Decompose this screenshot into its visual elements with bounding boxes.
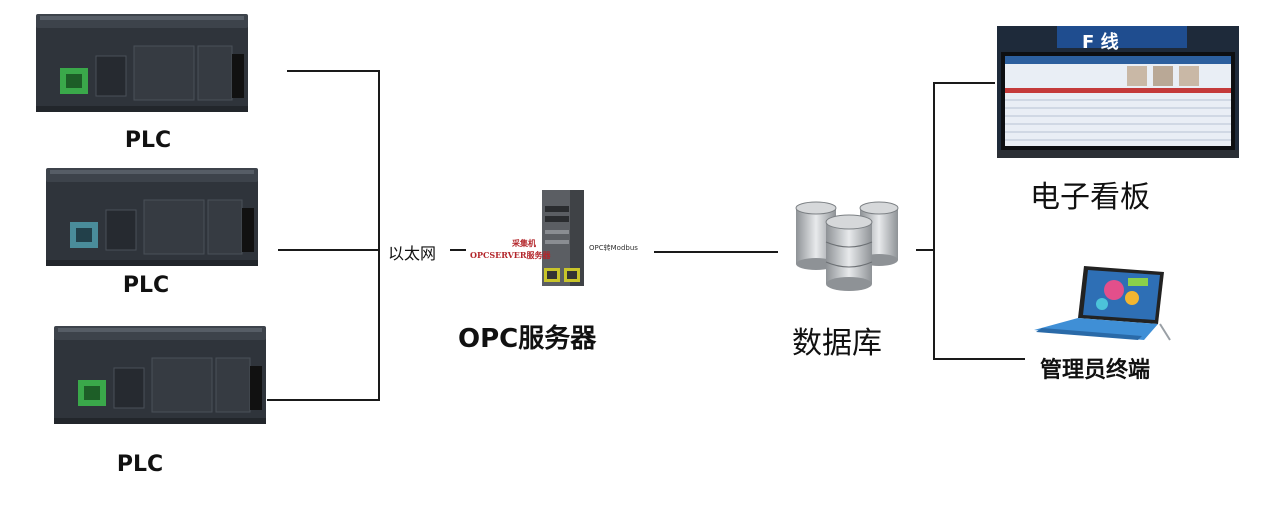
connector-network-server xyxy=(450,249,466,251)
connector-server-database xyxy=(654,251,778,253)
connector-plc1 xyxy=(287,70,379,72)
plc-device-2 xyxy=(46,168,258,266)
connector-right-bus-vertical xyxy=(933,82,935,360)
plc-label-1: PLC xyxy=(124,128,172,153)
connector-plc2 xyxy=(278,249,379,251)
plc-device-3 xyxy=(54,326,266,424)
electronic-board-image xyxy=(997,26,1239,158)
opc-server-label: OPC服务器 xyxy=(458,324,597,354)
plc-label-3: PLC xyxy=(116,452,164,477)
plc-device-1 xyxy=(36,14,248,112)
connector-bus-vertical xyxy=(378,70,380,401)
admin-terminal-laptop-icon xyxy=(1034,266,1171,341)
server-tag-line2: OPCSERVER服务器 xyxy=(470,250,551,260)
connector-board xyxy=(933,82,995,84)
database-icon xyxy=(795,201,899,291)
server-tag-line1: 采集机 xyxy=(512,238,536,248)
electronic-board-label: 电子看板 xyxy=(1030,180,1150,215)
server-side-text: OPC转Modbus xyxy=(589,244,638,252)
connector-plc3 xyxy=(267,399,379,401)
connector-terminal xyxy=(933,358,1025,360)
database-label: 数据库 xyxy=(792,326,882,361)
connector-database-bus xyxy=(916,249,934,251)
board-sign-text: F 线 xyxy=(1082,32,1119,53)
admin-terminal-label: 管理员终端 xyxy=(1040,358,1151,383)
opc-server-icon xyxy=(542,190,584,286)
network-label: 以太网 xyxy=(386,240,439,264)
plc-label-2: PLC xyxy=(122,273,170,298)
